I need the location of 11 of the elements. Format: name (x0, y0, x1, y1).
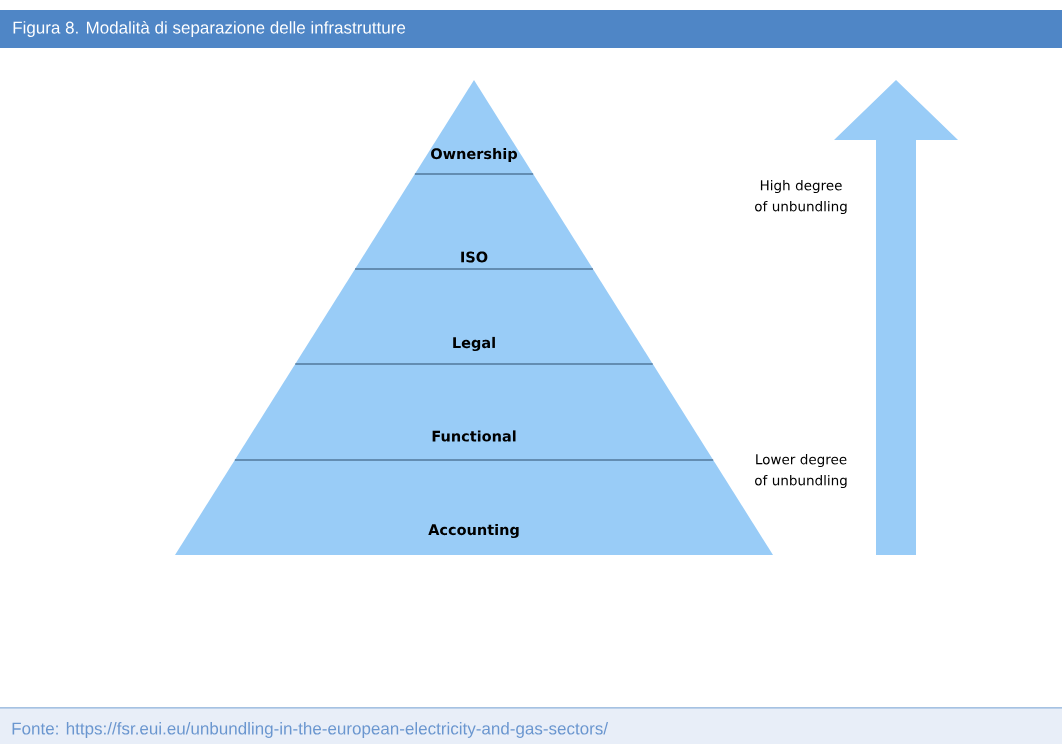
node-label: Ownership (431, 147, 518, 162)
title-bar: Figura 8. Modalità di separazione delle infrastrutture (0, 10, 1062, 48)
degree-label: High degree of unbundling (755, 179, 847, 214)
node-label: Accounting (428, 523, 519, 539)
node-label: Legal (453, 336, 495, 352)
source-note: Fonte: https://fsr.eui.eu/unbundling-in-the-european-electricity-and-gas-sectors/ (0, 709, 1062, 744)
pyramid-band: Legal (295, 269, 653, 364)
pyramid-band: Functional (234, 364, 714, 460)
node-label: Functional (432, 430, 516, 442)
pyramid-band: Ownership (414, 80, 534, 174)
node-label: ISO (461, 251, 488, 263)
